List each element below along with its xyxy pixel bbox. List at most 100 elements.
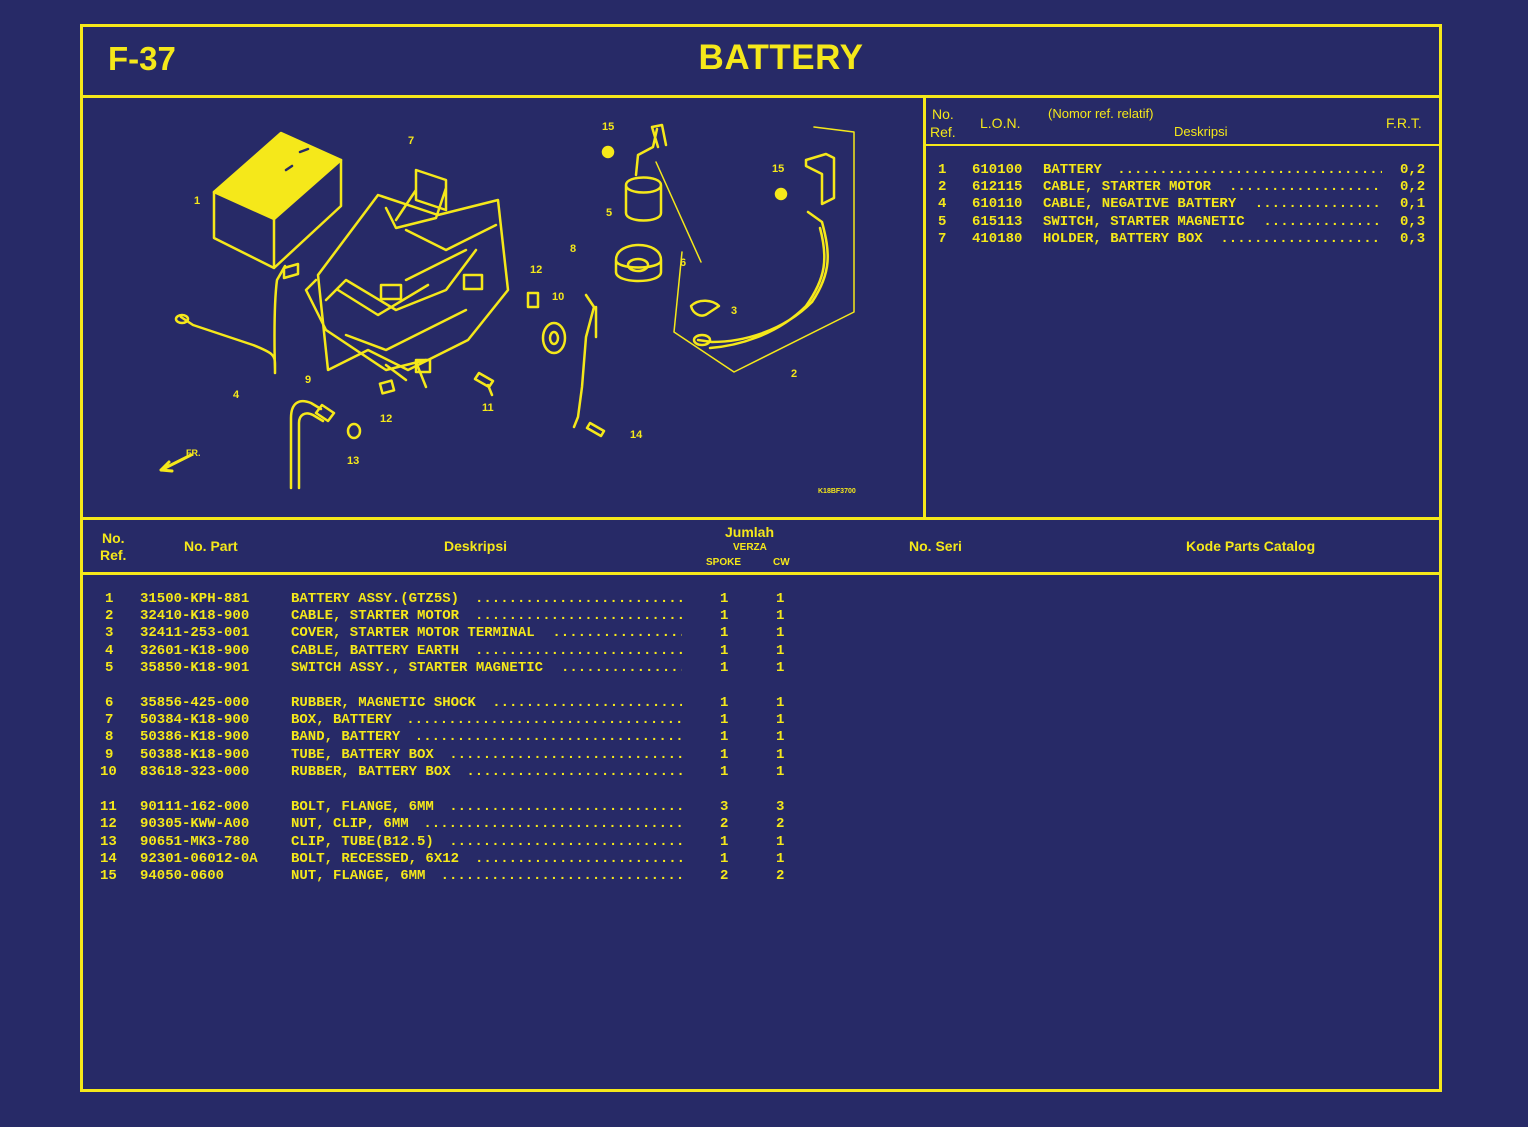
ref-label: 5 <box>606 207 612 219</box>
divider <box>80 517 1439 520</box>
lon-header-ref: Ref. <box>930 124 956 140</box>
lon-cell-lon: 615113 <box>972 214 1023 230</box>
leader-dots: ........................................… <box>406 712 682 728</box>
leader-dots: ........................................… <box>449 747 682 763</box>
parts-cell-spoke: 1 <box>720 625 729 641</box>
ref-label: 2 <box>791 368 797 380</box>
parts-cell-desc: BOLT, FLANGE, 6MM <box>291 799 434 815</box>
parts-cell-part: 32410-K18-900 <box>140 608 250 624</box>
parts-cell-part: 83618-323-000 <box>140 764 250 780</box>
ref-label: 14 <box>630 429 643 441</box>
parts-cell-spoke: 3 <box>720 799 729 815</box>
ref-label: 15 <box>602 121 614 133</box>
divider <box>80 572 1439 575</box>
parts-header-jumlah: Jumlah <box>725 524 775 540</box>
parts-header-cw: CW <box>773 557 790 568</box>
parts-cell-desc: SWITCH ASSY., STARTER MAGNETIC <box>291 660 544 676</box>
parts-header-ref: Ref. <box>100 547 127 563</box>
ref-label: 15 <box>772 163 784 175</box>
battery-body <box>212 158 343 270</box>
battery-holder <box>316 168 510 389</box>
parts-cell-cw: 1 <box>776 764 785 780</box>
ref-label: 11 <box>482 402 494 414</box>
leader-dots: ........................................… <box>414 729 682 745</box>
parts-cell-ref: 14 <box>100 851 117 867</box>
parts-cell-cw: 1 <box>776 712 785 728</box>
parts-cell-ref: 1 <box>105 591 114 607</box>
parts-cell-cw: 1 <box>776 643 785 659</box>
front-arrow <box>159 453 193 473</box>
leader-dots: ........................................… <box>492 695 682 711</box>
lon-header-lon: L.O.N. <box>980 115 1021 131</box>
parts-cell-cw: 1 <box>776 729 785 745</box>
parts-cell-part: 94050-0600 <box>140 868 225 884</box>
parts-cell-ref: 8 <box>105 729 114 745</box>
ref-label: 12 <box>530 264 542 276</box>
leader-dots: ........................................… <box>1220 231 1382 247</box>
parts-cell-part: 50384-K18-900 <box>140 712 250 728</box>
lon-header-deskripsi: Deskripsi <box>1174 124 1228 139</box>
lon-cell-desc: CABLE, NEGATIVE BATTERY <box>1043 196 1237 212</box>
leader-dots: ........................................… <box>449 799 682 815</box>
lon-cell-frt: 0,1 <box>1400 196 1426 212</box>
lon-cell-lon: 610100 <box>972 162 1023 178</box>
parts-cell-ref: 15 <box>100 868 117 884</box>
parts-cell-spoke: 1 <box>720 608 729 624</box>
parts-cell-ref: 6 <box>105 695 114 711</box>
parts-cell-cw: 1 <box>776 695 785 711</box>
parts-cell-desc: CLIP, TUBE(B12.5) <box>291 834 434 850</box>
diagram-svg: 1 7 15 5 15 6 8 12 10 3 2 4 9 12 11 13 1… <box>159 121 856 495</box>
parts-cell-desc: CABLE, BATTERY EARTH <box>291 643 460 659</box>
battery-top <box>212 131 343 221</box>
lon-cell-desc: CABLE, STARTER MOTOR <box>1043 179 1212 195</box>
parts-cell-desc: RUBBER, BATTERY BOX <box>291 764 451 780</box>
ref-label: 1 <box>194 195 200 207</box>
parts-cell-ref: 4 <box>105 643 114 659</box>
lon-header-no: No. <box>932 106 954 122</box>
lon-cell-lon: 410180 <box>972 231 1023 247</box>
lon-cell-frt: 0,3 <box>1400 231 1426 247</box>
starter-switch <box>624 123 668 222</box>
lon-cell-ref: 5 <box>938 214 947 230</box>
ref-label: 8 <box>570 243 576 255</box>
leader-dots: ........................................… <box>561 660 682 676</box>
leader-dots: ........................................… <box>1229 179 1382 195</box>
parts-cell-cw: 1 <box>776 625 785 641</box>
page-code: F-37 <box>108 40 176 77</box>
ref-label: 6 <box>680 257 686 269</box>
page-frame <box>80 24 1442 1092</box>
leader-dots: ........................................… <box>1117 162 1382 178</box>
parts-cell-ref: 7 <box>105 712 114 728</box>
parts-header-seri: No. Seri <box>909 538 962 554</box>
parts-header-part: No. Part <box>184 538 238 554</box>
leader-dots: ........................................… <box>475 608 682 624</box>
ref-label: 7 <box>408 135 414 147</box>
parts-cell-ref: 12 <box>100 816 117 832</box>
parts-cell-desc: TUBE, BATTERY BOX <box>291 747 434 763</box>
starter-motor-cable <box>696 210 829 350</box>
leader-dots: ........................................… <box>1254 196 1382 212</box>
parts-cell-cw: 1 <box>776 608 785 624</box>
parts-cell-part: 50388-K18-900 <box>140 747 250 763</box>
parts-cell-ref: 9 <box>105 747 114 763</box>
lon-cell-lon: 612115 <box>972 179 1023 195</box>
lon-cell-desc: SWITCH, STARTER MAGNETIC <box>1043 214 1245 230</box>
lon-cell-desc: HOLDER, BATTERY BOX <box>1043 231 1203 247</box>
image-code: K18BF3700 <box>818 488 856 495</box>
leader-dots: ........................................… <box>1263 214 1382 230</box>
parts-cell-spoke: 1 <box>720 764 729 780</box>
parts-cell-part: 90111-162-000 <box>140 799 250 815</box>
parts-cell-spoke: 1 <box>720 747 729 763</box>
page-title: BATTERY <box>698 38 864 77</box>
parts-cell-cw: 2 <box>776 868 785 884</box>
ref-label: 12 <box>380 413 392 425</box>
leader-dots: ........................................… <box>475 851 682 867</box>
leader-dots: ........................................… <box>475 591 682 607</box>
parts-cell-ref: 5 <box>105 660 114 676</box>
parts-cell-ref: 10 <box>100 764 117 780</box>
parts-cell-desc: BATTERY ASSY.(GTZ5S) <box>291 591 460 607</box>
parts-cell-desc: RUBBER, MAGNETIC SHOCK <box>291 695 476 711</box>
lon-header-frt: F.R.T. <box>1386 115 1422 131</box>
leader-dots: ........................................… <box>466 764 682 780</box>
lon-cell-frt: 0,3 <box>1400 214 1426 230</box>
